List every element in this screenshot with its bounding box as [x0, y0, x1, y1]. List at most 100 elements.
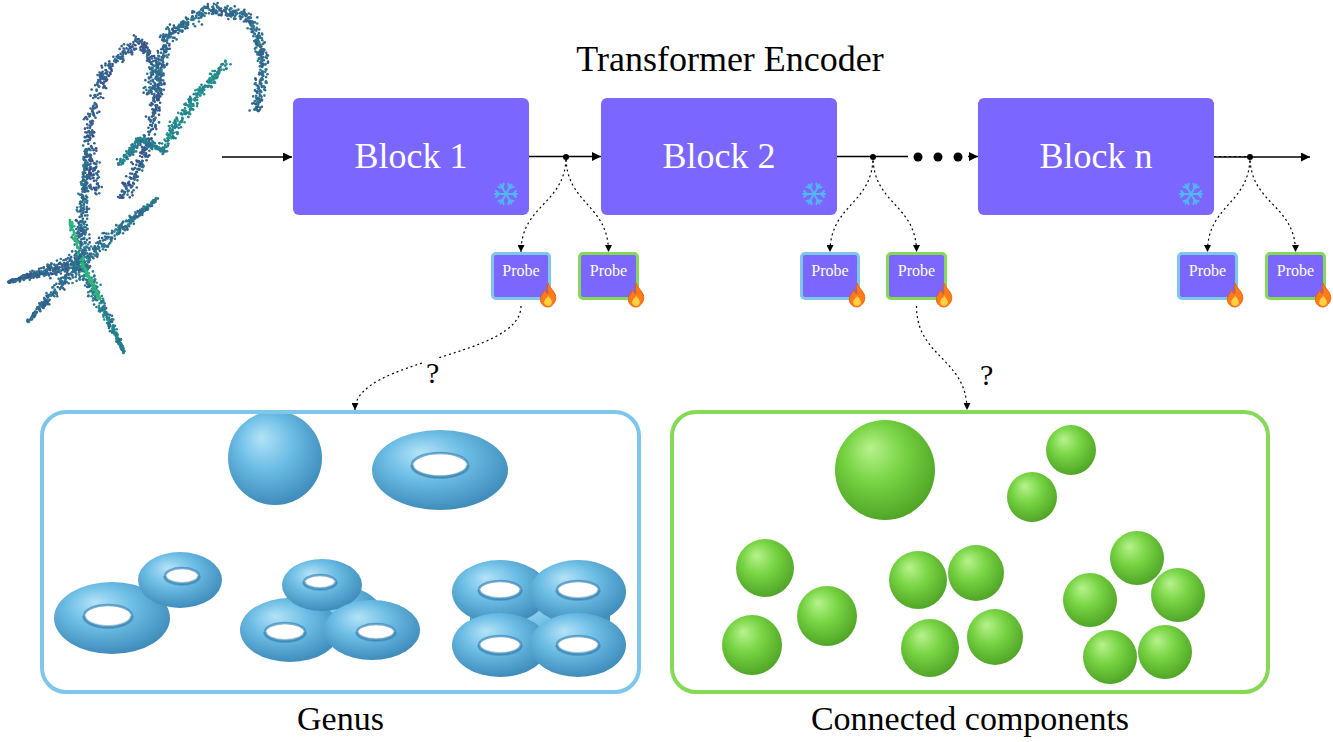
cloud-point — [96, 106, 99, 109]
cloud-point — [194, 25, 197, 28]
cloud-point — [254, 82, 257, 85]
cloud-point — [144, 79, 147, 82]
cloud-point — [178, 123, 181, 126]
cloud-point — [15, 278, 18, 281]
cloud-point — [258, 28, 261, 31]
cloud-point — [188, 100, 191, 103]
cloud-point — [252, 35, 255, 38]
cloud-point — [247, 17, 250, 20]
cloud-point — [103, 85, 106, 88]
cloud-point — [241, 12, 244, 15]
cloud-point — [154, 126, 157, 129]
cloud-point — [96, 160, 99, 163]
cloud-point — [119, 57, 122, 60]
cloud-point — [152, 128, 155, 131]
cloud-point — [149, 80, 152, 83]
cloud-point — [165, 28, 168, 31]
cloud-point — [254, 89, 257, 92]
cloud-point — [255, 40, 258, 43]
cloud-point — [125, 47, 128, 50]
cloud-point — [262, 75, 265, 78]
cloud-point — [84, 116, 87, 119]
cloud-point — [257, 85, 260, 88]
cloud-point — [116, 158, 119, 161]
cloud-point — [135, 186, 138, 189]
cloud-point — [248, 21, 251, 24]
cloud-point — [206, 85, 209, 88]
cloud-point — [14, 278, 17, 281]
cloud-point — [96, 183, 99, 186]
cloud-point — [214, 70, 217, 73]
cloud-point — [121, 190, 124, 193]
cloud-point — [92, 169, 95, 172]
cloud-point — [112, 55, 115, 58]
cloud-point — [99, 78, 102, 81]
cloud-point — [200, 8, 203, 11]
cloud-point — [136, 145, 139, 148]
cloud-point — [177, 112, 180, 115]
cloud-point — [256, 92, 259, 95]
cloud-point — [94, 192, 97, 195]
cloud-point — [157, 61, 160, 64]
cloud-point — [171, 32, 174, 35]
cloud-point — [157, 85, 160, 88]
cloud-point — [146, 93, 149, 96]
cloud-point — [265, 80, 268, 83]
cloud-point — [89, 187, 92, 190]
cloud-point — [113, 60, 116, 63]
cloud-point — [192, 18, 195, 21]
cloud-point — [95, 149, 98, 152]
cloud-point — [117, 162, 120, 165]
cloud-point — [42, 266, 45, 269]
cloud-point — [258, 87, 261, 90]
cloud-point — [179, 30, 182, 33]
cloud-point — [126, 155, 129, 158]
cloud-point — [175, 38, 178, 41]
cloud-point — [135, 47, 138, 50]
cloud-point — [127, 51, 130, 54]
cloud-point — [253, 83, 256, 86]
cloud-point — [263, 41, 266, 44]
cloud-point — [165, 140, 168, 143]
cloud-point — [155, 104, 158, 107]
cloud-point — [126, 184, 129, 187]
cloud-point — [117, 196, 120, 199]
cloud-point — [224, 60, 227, 63]
cloud-point — [90, 145, 93, 148]
cloud-point — [150, 90, 153, 93]
cloud-point — [64, 258, 67, 261]
cloud-point — [96, 182, 99, 185]
cloud-point — [59, 269, 62, 272]
cloud-point — [141, 38, 144, 41]
cloud-point — [261, 106, 264, 109]
cloud-point — [120, 55, 123, 58]
cloud-point — [40, 267, 43, 270]
cloud-point — [255, 30, 258, 33]
cloud-point — [121, 189, 124, 192]
cloud-point — [159, 34, 162, 37]
cloud-point — [150, 119, 153, 122]
cloud-point — [223, 9, 226, 12]
cloud-point — [247, 12, 250, 15]
cloud-point — [174, 31, 177, 34]
cloud-point — [136, 179, 139, 182]
cloud-point — [256, 43, 259, 46]
cloud-point — [206, 86, 209, 89]
cloud-point — [183, 22, 186, 25]
cloud-point — [262, 85, 265, 88]
cloud-point — [175, 131, 178, 134]
cloud-point — [121, 190, 124, 193]
cloud-point — [182, 25, 185, 28]
cloud-point — [263, 49, 266, 52]
cloud-point — [255, 78, 258, 81]
cloud-point — [172, 135, 175, 138]
cloud-point — [207, 79, 210, 82]
cloud-point — [17, 277, 20, 280]
cloud-point — [156, 104, 159, 107]
cloud-point — [126, 44, 129, 47]
cloud-point — [198, 10, 201, 13]
cloud-point — [169, 23, 172, 26]
cloud-point — [158, 142, 161, 145]
cloud-point — [137, 175, 140, 178]
cloud-point — [139, 46, 142, 49]
